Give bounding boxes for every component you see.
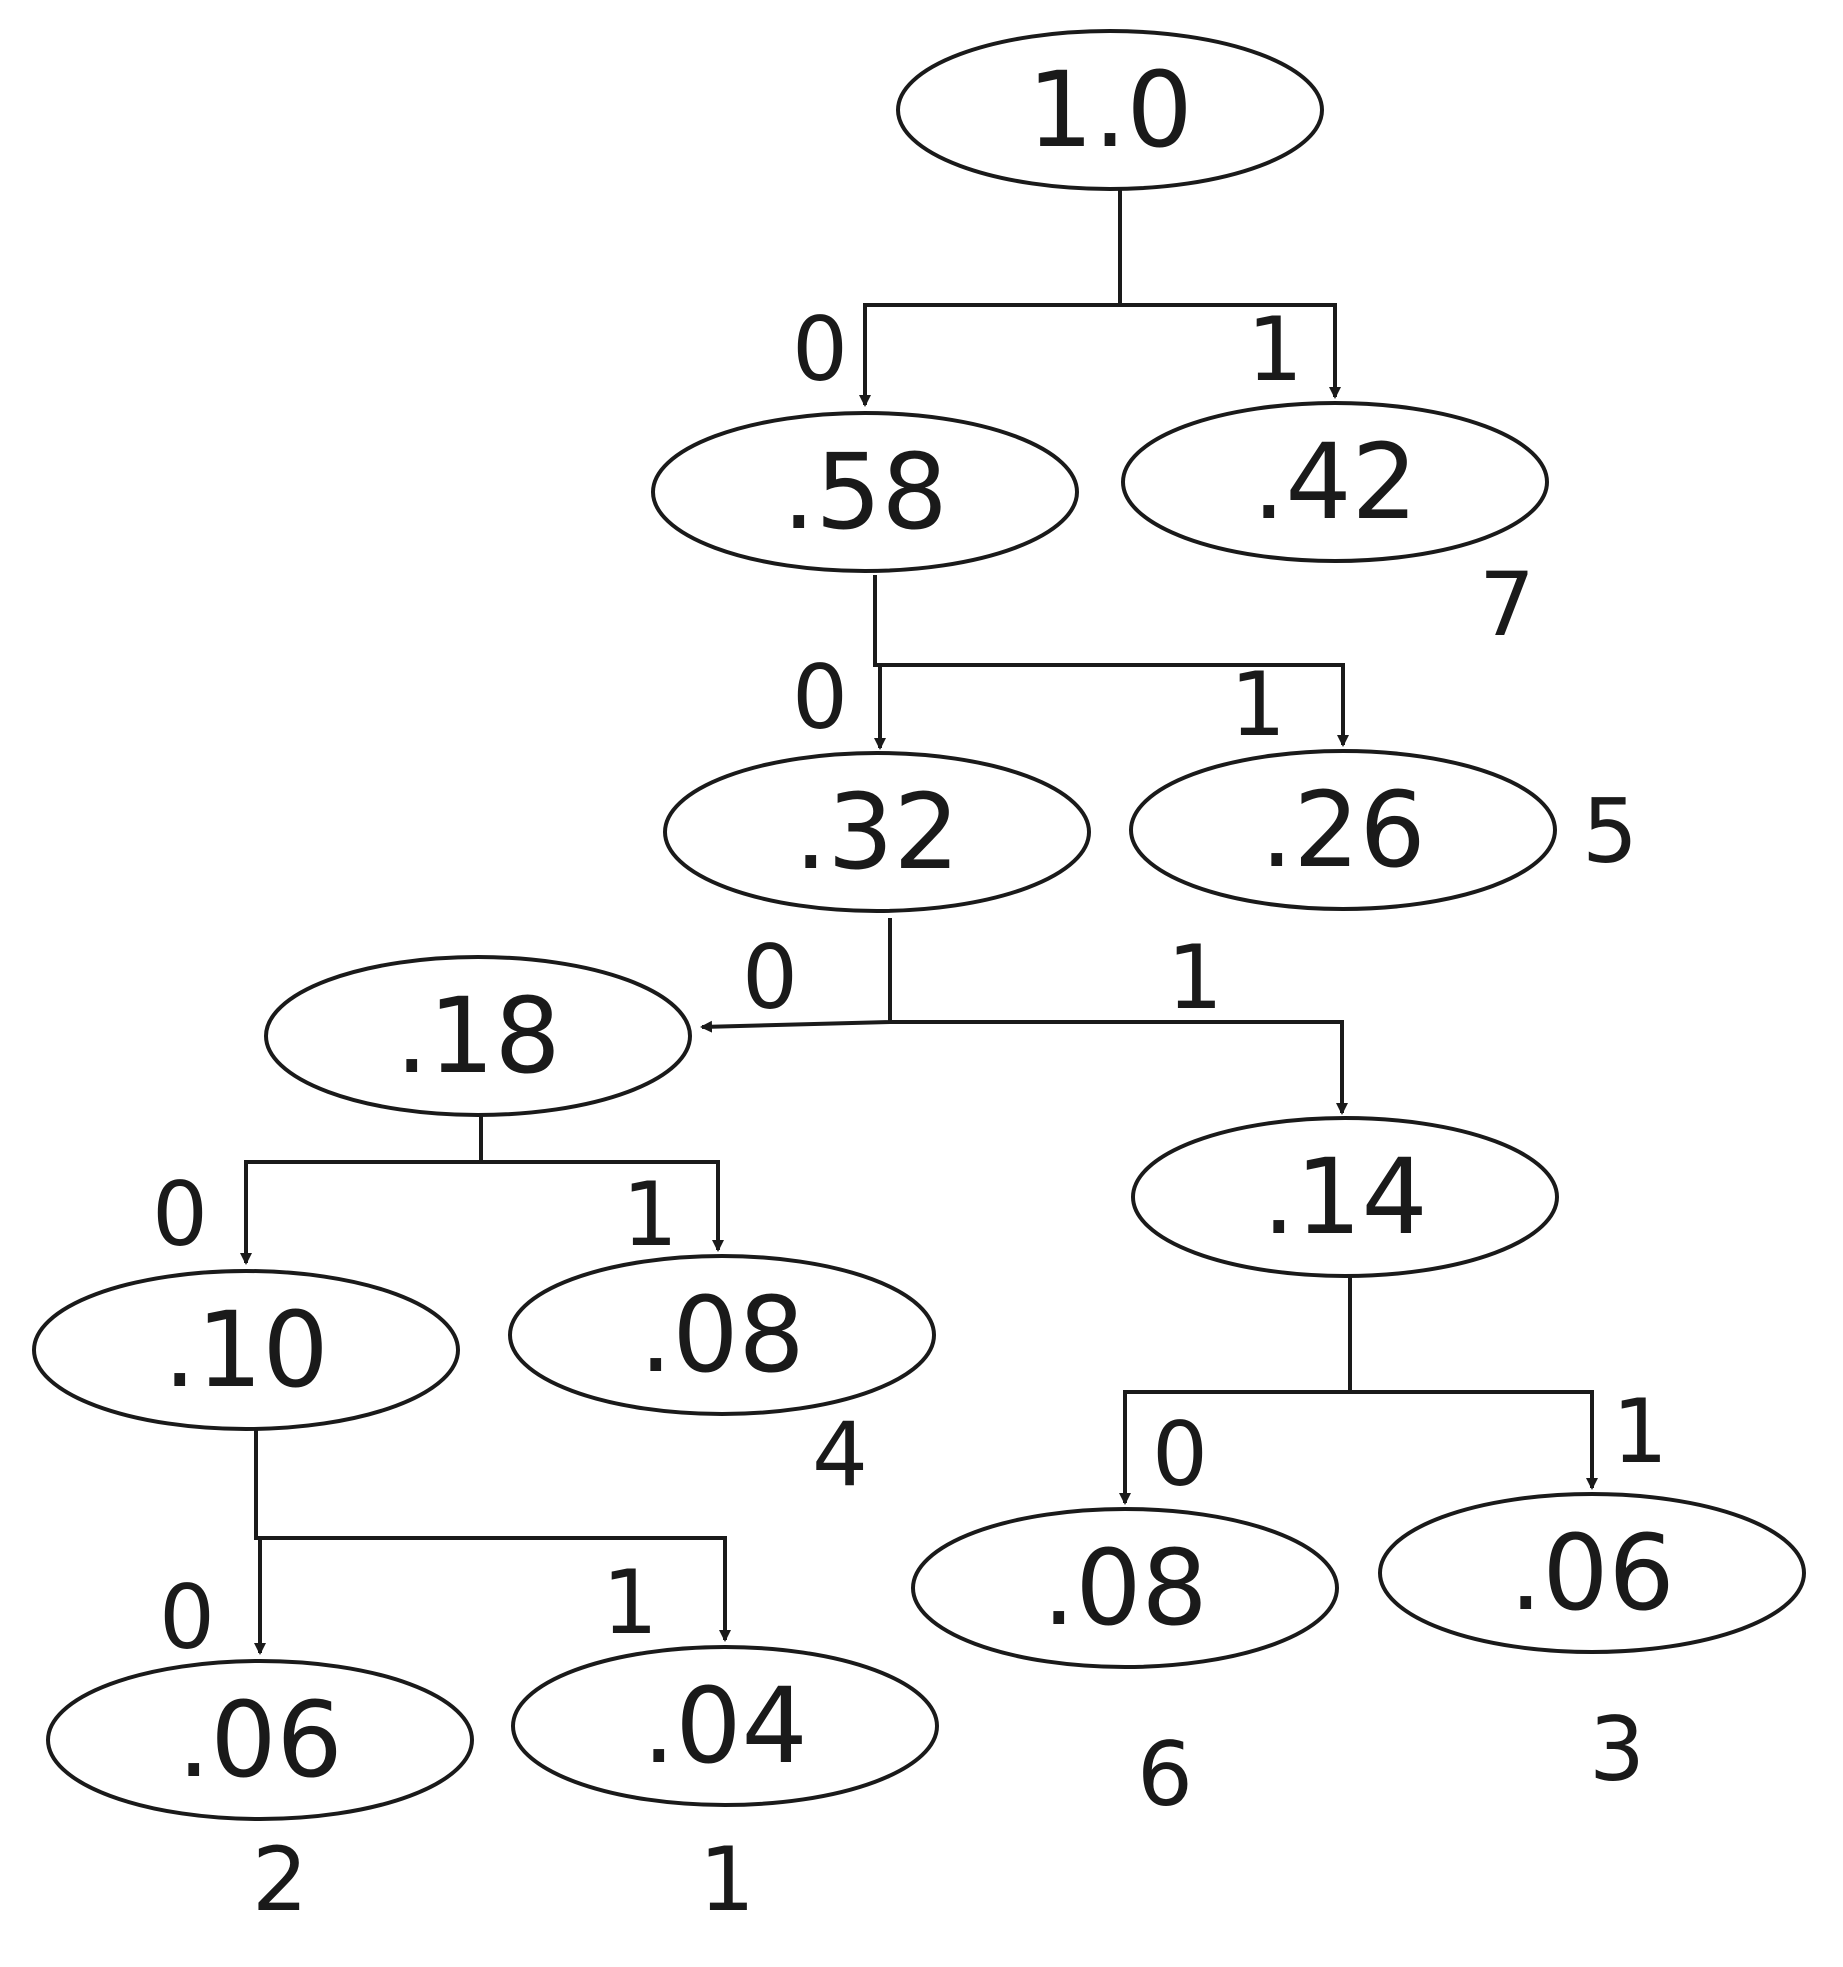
edge-bit-label: 1 — [602, 1551, 658, 1654]
edge-n4-n7 — [890, 1020, 1348, 1115]
node-ellipse — [46, 1659, 474, 1821]
node-ellipse — [1378, 1492, 1806, 1654]
edge-n7-n11 — [1350, 1390, 1598, 1490]
node-ellipse — [896, 29, 1324, 191]
edge-bit-label: 1 — [1167, 926, 1223, 1029]
edge-bit-label: 0 — [742, 926, 798, 1029]
node-ellipse — [651, 411, 1079, 573]
node-label: .32 — [794, 771, 959, 893]
node-label: .42 — [1252, 421, 1417, 543]
edge-n8-n12 — [254, 1430, 266, 1655]
node-ellipse — [1131, 1116, 1559, 1278]
node-ellipse — [508, 1254, 936, 1416]
tree-node: .18 — [264, 955, 692, 1117]
edge-bit-label: 1 — [1612, 1380, 1668, 1483]
edge-n6-n8 — [240, 1115, 483, 1265]
leaf-id-label: 1 — [699, 1828, 755, 1931]
edge-bit-label: 0 — [152, 1163, 208, 1266]
tree-node: .58 — [651, 411, 1079, 573]
node-ellipse — [663, 751, 1091, 913]
tree-node: .26 — [1129, 749, 1557, 911]
node-label: .08 — [639, 1274, 804, 1396]
edge-bit-label: 0 — [159, 1566, 215, 1669]
leaf-id-label: 7 — [1479, 553, 1535, 656]
leaf-ids: 7 5 4 6 3 2 1 — [252, 553, 1645, 1931]
tree-node: .14 — [1131, 1116, 1559, 1278]
node-label: .58 — [782, 431, 947, 553]
edge-bit-label: 0 — [792, 298, 848, 401]
leaf-id-label: 4 — [812, 1403, 868, 1506]
edge-bit-label: 1 — [622, 1163, 678, 1266]
edge-n6-n9 — [481, 1160, 724, 1252]
node-label: .04 — [642, 1665, 807, 1787]
leaf-id-label: 2 — [252, 1828, 308, 1931]
node-label: .08 — [1042, 1527, 1207, 1649]
tree-node: .32 — [663, 751, 1091, 913]
tree-node: .08 — [508, 1254, 936, 1416]
node-label: .10 — [163, 1289, 328, 1411]
node-ellipse — [511, 1645, 939, 1807]
edge-bit-labels: 0 1 0 1 0 1 0 1 0 1 0 1 — [152, 298, 1668, 1669]
tree-node: .10 — [32, 1269, 460, 1431]
edge-bit-label: 1 — [1230, 653, 1286, 756]
edge-n1-n2 — [859, 190, 1122, 407]
tree-node: .04 — [511, 1645, 939, 1807]
nodes: 1.0 .58 .42 .32 .26 .18 .14 .10 — [32, 29, 1806, 1821]
edges — [240, 190, 1598, 1655]
edge-n1-n3 — [1120, 303, 1341, 399]
tree-node: .42 — [1121, 401, 1549, 563]
node-ellipse — [911, 1507, 1339, 1669]
node-label: .06 — [177, 1679, 342, 1801]
tree-node: .06 — [46, 1659, 474, 1821]
edge-bit-label: 0 — [792, 646, 848, 749]
leaf-id-label: 6 — [1137, 1723, 1193, 1826]
edge-n2-n5 — [875, 663, 1349, 747]
edge-bit-label: 0 — [1152, 1403, 1208, 1506]
tree-node: .08 — [911, 1507, 1339, 1669]
tree-node: 1.0 — [896, 29, 1324, 191]
edge-n8-n13 — [256, 1536, 731, 1642]
edge-n2-n4 — [873, 575, 886, 750]
node-ellipse — [1121, 401, 1549, 563]
leaf-id-label: 5 — [1582, 780, 1638, 883]
leaf-id-label: 3 — [1589, 1698, 1645, 1801]
node-label: .26 — [1260, 769, 1425, 891]
tree-node: .06 — [1378, 1492, 1806, 1654]
node-label: 1.0 — [1027, 49, 1192, 171]
node-ellipse — [32, 1269, 460, 1431]
node-label: .06 — [1509, 1512, 1674, 1634]
node-ellipse — [1129, 749, 1557, 911]
edge-n7-n10 — [1119, 1275, 1352, 1505]
node-label: .18 — [395, 975, 560, 1097]
edge-bit-label: 1 — [1247, 298, 1303, 401]
node-label: .14 — [1262, 1136, 1427, 1258]
node-ellipse — [264, 955, 692, 1117]
